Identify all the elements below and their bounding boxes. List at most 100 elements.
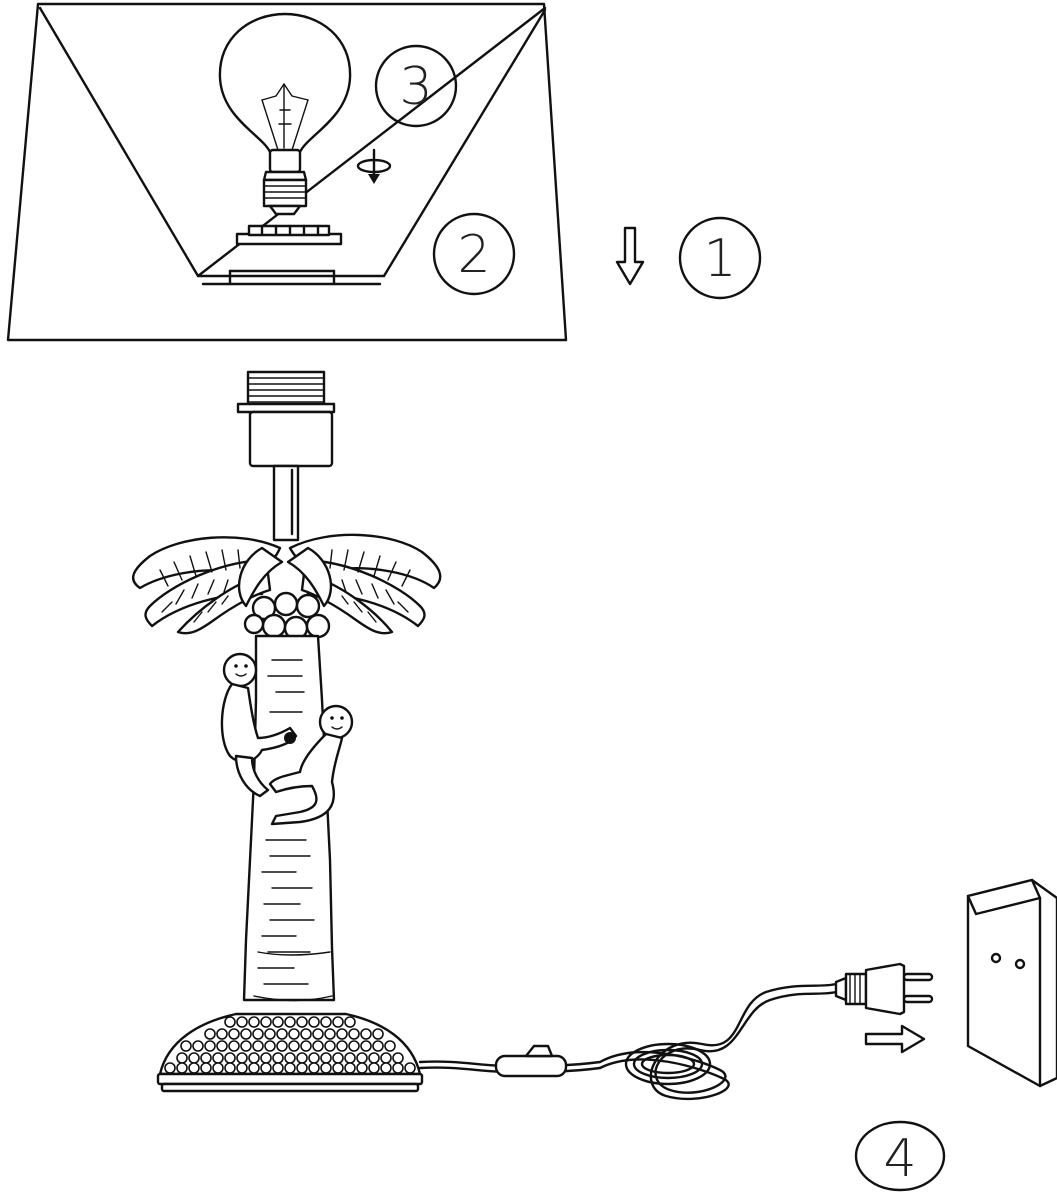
base-dot: [380, 1052, 392, 1064]
base-dot: [368, 1062, 380, 1074]
base-dot: [200, 1052, 212, 1064]
base-dot: [296, 1052, 308, 1064]
base-dot: [272, 1052, 284, 1064]
base-dot: [164, 1062, 176, 1074]
base-dot: [368, 1052, 380, 1064]
step-1-marker: 1: [678, 216, 762, 300]
step-4-label: 4: [883, 1129, 916, 1189]
base-dot: [224, 1016, 236, 1028]
base-dot: [356, 1052, 368, 1064]
base-dot: [272, 1062, 284, 1074]
base-dot: [252, 1040, 264, 1052]
arrow-down-icon: [615, 226, 645, 286]
base-dot: [240, 1028, 252, 1040]
base-dot: [224, 1052, 236, 1064]
base-dot: [348, 1028, 360, 1040]
base-dot: [360, 1028, 372, 1040]
base-dot: [380, 1062, 392, 1074]
base-dot: [332, 1052, 344, 1064]
base-dot: [404, 1062, 416, 1074]
base-dot: [312, 1028, 324, 1040]
lamp-base: [156, 1012, 424, 1093]
base-dot: [204, 1028, 216, 1040]
base-dot: [228, 1040, 240, 1052]
base-dot: [228, 1028, 240, 1040]
base-dot: [288, 1028, 300, 1040]
base-dot: [248, 1016, 260, 1028]
base-dot: [188, 1052, 200, 1064]
rotate-clockwise-icon: [356, 148, 392, 184]
base-dot: [296, 1062, 308, 1074]
base-dot: [236, 1052, 248, 1064]
lamp-holder: [236, 370, 336, 542]
coconuts: [243, 591, 331, 641]
base-dot: [308, 1052, 320, 1064]
base-dot: [332, 1062, 344, 1074]
base-dot: [320, 1016, 332, 1028]
base-dot: [356, 1062, 368, 1074]
base-dot: [188, 1062, 200, 1074]
base-dot: [260, 1016, 272, 1028]
base-dot: [176, 1052, 188, 1064]
base-dot: [176, 1062, 188, 1074]
base-dot: [192, 1040, 204, 1052]
base-dot: [372, 1040, 384, 1052]
base-dot: [276, 1028, 288, 1040]
base-dot: [224, 1062, 236, 1074]
base-dot: [308, 1016, 320, 1028]
base-dot: [284, 1052, 296, 1064]
base-dot: [252, 1028, 264, 1040]
base-dot: [288, 1040, 300, 1052]
base-dot: [296, 1016, 308, 1028]
power-cable: [418, 982, 838, 1101]
base-dot: [348, 1040, 360, 1052]
base-dot: [248, 1062, 260, 1074]
base-dot: [308, 1062, 320, 1074]
light-bulb-icon: [218, 12, 352, 216]
inline-switch: [494, 1044, 568, 1078]
base-dot: [260, 1052, 272, 1064]
arrow-right-icon: [864, 1024, 926, 1054]
step-3-label: 3: [399, 57, 432, 117]
base-dot: [260, 1062, 272, 1074]
base-dot: [392, 1052, 404, 1064]
base-dot: [344, 1016, 356, 1028]
base-dot: [320, 1062, 332, 1074]
step-2-marker: 2: [432, 212, 516, 296]
base-dot: [264, 1040, 276, 1052]
base-dot: [320, 1052, 332, 1064]
base-dot: [312, 1040, 324, 1052]
base-dot: [324, 1028, 336, 1040]
base-dot: [332, 1016, 344, 1028]
wall-socket-icon: [966, 878, 1057, 1088]
base-dot: [212, 1052, 224, 1064]
base-dot: [180, 1040, 192, 1052]
base-dot: [284, 1062, 296, 1074]
base-dot: [300, 1028, 312, 1040]
base-dot: [204, 1040, 216, 1052]
step-4-marker: 4: [854, 1120, 946, 1192]
base-dot: [284, 1016, 296, 1028]
base-dot: [344, 1062, 356, 1074]
base-dot: [248, 1052, 260, 1064]
monkey-upper: [220, 652, 298, 798]
base-dot: [236, 1016, 248, 1028]
base-texture: [164, 1016, 416, 1074]
base-dot: [264, 1028, 276, 1040]
shade-ring: [235, 224, 343, 246]
base-dot: [344, 1052, 356, 1064]
base-dot: [360, 1040, 372, 1052]
base-dot: [216, 1040, 228, 1052]
step-3-marker: 3: [374, 44, 458, 128]
base-dot: [372, 1028, 384, 1040]
step-1-label: 1: [703, 229, 736, 289]
base-dot: [392, 1062, 404, 1074]
monkey-lower: [268, 704, 354, 826]
base-dot: [236, 1062, 248, 1074]
base-dot: [336, 1028, 348, 1040]
base-dot: [272, 1016, 284, 1028]
base-dot: [200, 1062, 212, 1074]
base-dot: [216, 1028, 228, 1040]
base-dot: [384, 1040, 396, 1052]
